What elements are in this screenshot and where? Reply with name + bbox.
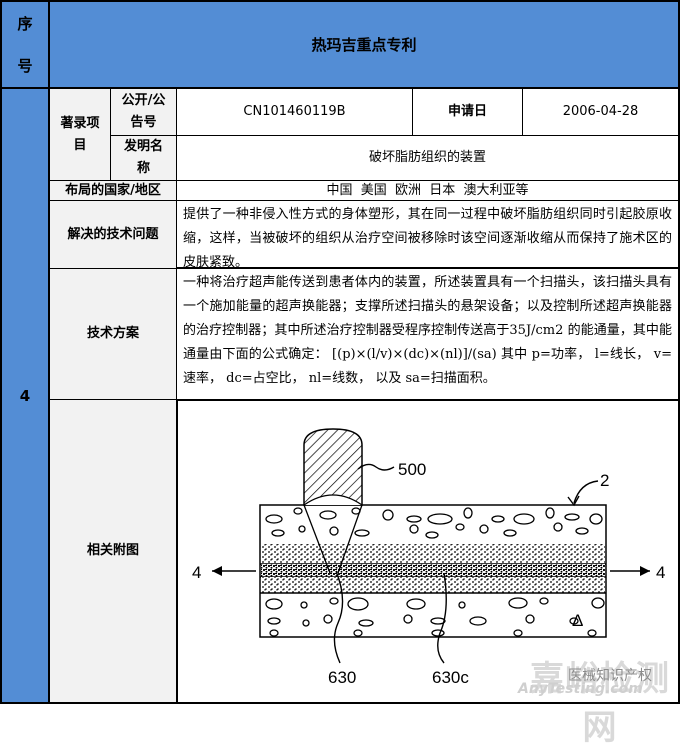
- invention-name-label: 发明名称: [110, 135, 177, 181]
- header-index-char-2: 号: [17, 56, 33, 75]
- solution-text: 一种将治疗超声能传送到患者体内的装置，所述装置具有一个扫描头，该扫描头具有一个施…: [176, 268, 680, 400]
- record-index-number: 4: [19, 386, 31, 405]
- label-delta: Δ: [572, 611, 583, 630]
- figure-panel: 500 2 4 4 Δ 630 630c 嘉峪检测网 医械知识产权 AnyTes…: [176, 399, 680, 748]
- invention-name-value: 破坏脂肪组织的装置: [176, 135, 680, 181]
- label-2: 2: [600, 471, 609, 490]
- publication-number-value: CN101460119B: [176, 88, 413, 136]
- filing-date-value: 2006-04-28: [522, 88, 680, 136]
- bibliographic-label: 著录项目: [49, 88, 111, 181]
- problem-label: 解决的技术问题: [49, 200, 177, 269]
- label-630c: 630c: [432, 668, 469, 687]
- label-500: 500: [398, 460, 426, 479]
- watermark-site: AnyTesting.com: [518, 681, 643, 697]
- section-label-right: 4: [656, 563, 665, 582]
- section-label-left: 4: [192, 563, 201, 582]
- header-title: 热玛吉重点专利: [48, 0, 680, 89]
- transducer-500: [303, 428, 363, 506]
- record-index: 4: [0, 87, 50, 704]
- patent-drawing: 500 2 4 4 Δ 630 630c: [192, 428, 665, 687]
- publication-number-label: 公开/公告号: [110, 88, 177, 136]
- fat-upper-layer: [265, 507, 603, 539]
- fat-lower-layer: [265, 597, 605, 637]
- solution-label: 技术方案: [49, 268, 177, 400]
- countries-value: 中国 美国 欧洲 日本 澳大利亚等: [176, 180, 680, 201]
- watermark-account: 医械知识产权: [568, 668, 652, 684]
- figure-label: 相关附图: [49, 399, 177, 704]
- label-630: 630: [328, 668, 356, 687]
- header-index-char-1: 序: [17, 14, 33, 33]
- countries-label: 布局的国家/地区: [49, 180, 177, 201]
- header-index-cell: 序 号: [0, 0, 50, 89]
- filing-date-label: 申请日: [412, 88, 523, 136]
- problem-text: 提供了一种非侵入性方式的身体塑形，其在同一过程中破坏脂肪组织同时引起胶原收缩，这…: [176, 200, 680, 270]
